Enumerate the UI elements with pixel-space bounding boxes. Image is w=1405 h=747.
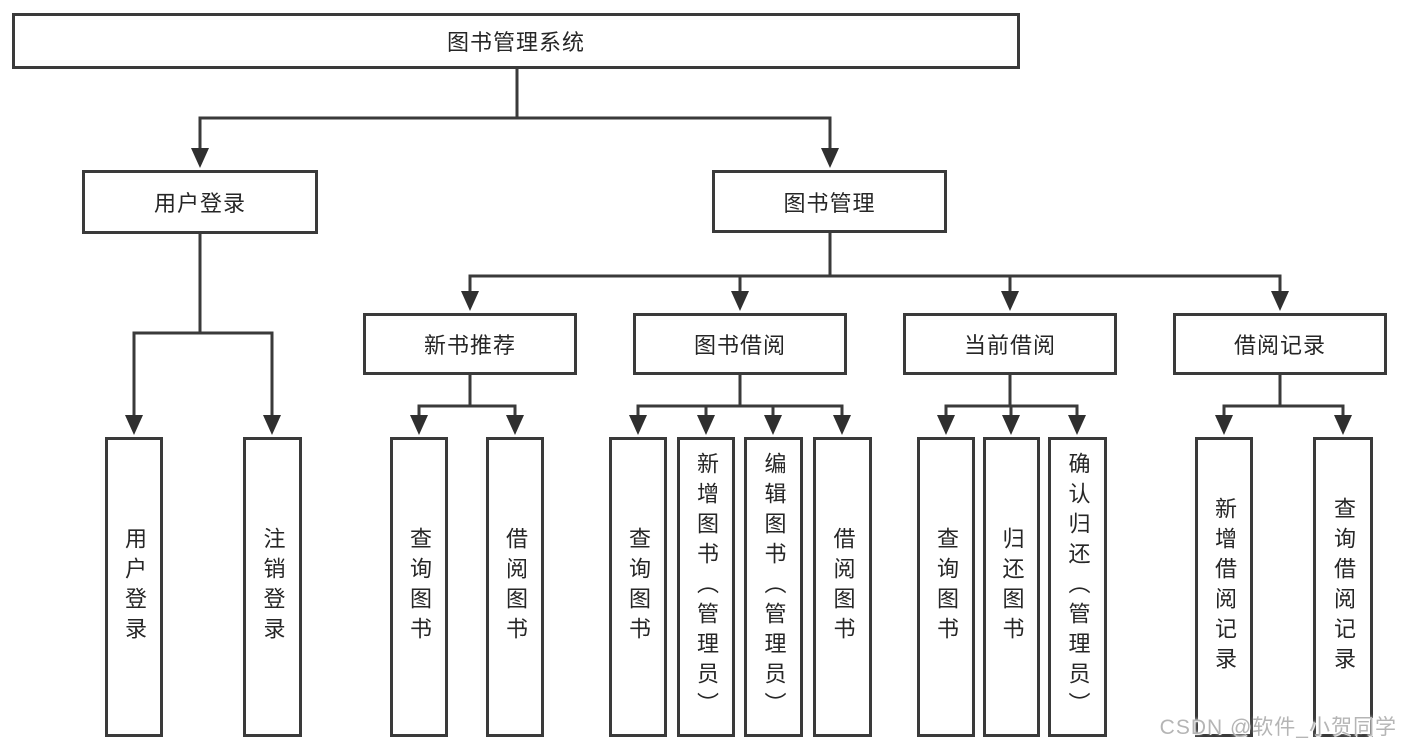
node-logout-leaf: 注销登录 [243, 437, 302, 737]
node-borrow-books-borrow: 借阅图书 [813, 437, 872, 737]
node-label-user-login: 用户登录 [153, 191, 246, 216]
node-label-query-books-borrow: 查询图书 [626, 527, 651, 647]
node-label-return-books: 归还图书 [999, 527, 1025, 647]
arrowhead-icon [764, 415, 782, 435]
arrowhead-icon [263, 415, 281, 435]
node-label-confirm-return-admin: 确认归还（管理员） [1065, 452, 1091, 722]
node-label-add-borrow-record: 新增借阅记录 [1212, 497, 1237, 677]
node-edit-books-admin: 编辑图书（管理员） [744, 437, 803, 737]
node-root: 图书管理系统 [12, 13, 1020, 69]
arrowhead-icon [731, 291, 749, 311]
node-book-management: 图书管理 [712, 170, 947, 233]
node-label-borrow-books-borrow: 借阅图书 [830, 527, 856, 647]
node-label-book-management: 图书管理 [783, 190, 876, 216]
node-return-books: 归还图书 [983, 437, 1040, 737]
arrowhead-icon [629, 415, 647, 435]
node-user-login-leaf: 用户登录 [105, 437, 163, 737]
arrowhead-icon [937, 415, 955, 435]
node-query-books-borrow: 查询图书 [609, 437, 667, 737]
node-add-borrow-record: 新增借阅记录 [1195, 437, 1253, 737]
arrowhead-icon [1001, 291, 1019, 311]
node-new-book-recommend: 新书推荐 [363, 313, 577, 375]
node-label-current-borrowing: 当前借阅 [963, 333, 1056, 358]
node-book-borrowing: 图书借阅 [633, 313, 847, 375]
arrowhead-icon [410, 415, 428, 435]
node-label-query-books-current: 查询图书 [934, 527, 959, 647]
arrowhead-icon [1334, 415, 1352, 435]
arrowhead-icon [191, 148, 209, 168]
arrowhead-icon [125, 415, 143, 435]
node-label-borrowing-records: 借阅记录 [1233, 333, 1326, 358]
node-add-books-admin: 新增图书（管理员） [677, 437, 735, 737]
node-label-query-borrow-record: 查询借阅记录 [1331, 497, 1356, 677]
arrowhead-icon [1271, 291, 1289, 311]
node-borrowing-records: 借阅记录 [1173, 313, 1387, 375]
node-label-borrow-books-rec: 借阅图书 [503, 527, 528, 647]
arrowhead-icon [833, 415, 851, 435]
node-current-borrowing: 当前借阅 [903, 313, 1117, 375]
arrowhead-icon [461, 291, 479, 311]
node-label-add-books-admin: 新增图书（管理员） [694, 452, 719, 722]
node-query-borrow-record: 查询借阅记录 [1313, 437, 1373, 737]
arrowhead-icon [1215, 415, 1233, 435]
node-label-logout-leaf: 注销登录 [260, 527, 286, 647]
node-confirm-return-admin: 确认归还（管理员） [1048, 437, 1107, 737]
node-query-books-current: 查询图书 [917, 437, 975, 737]
node-label-query-books-rec: 查询图书 [407, 527, 432, 647]
arrowhead-icon [1002, 415, 1020, 435]
arrowhead-icon [697, 415, 715, 435]
arrowhead-icon [506, 415, 524, 435]
node-borrow-books-rec: 借阅图书 [486, 437, 544, 737]
node-label-book-borrowing: 图书借阅 [693, 333, 786, 358]
node-label-new-book-recommend: 新书推荐 [423, 333, 516, 358]
arrowhead-icon [821, 148, 839, 168]
node-label-edit-books-admin: 编辑图书（管理员） [761, 452, 787, 722]
node-user-login: 用户登录 [82, 170, 318, 234]
node-label-user-login-leaf: 用户登录 [122, 527, 147, 647]
arrowhead-icon [1068, 415, 1086, 435]
node-query-books-rec: 查询图书 [390, 437, 448, 737]
node-label-root: 图书管理系统 [446, 30, 585, 55]
watermark: CSDN @软件_小贺同学 [1159, 716, 1397, 739]
